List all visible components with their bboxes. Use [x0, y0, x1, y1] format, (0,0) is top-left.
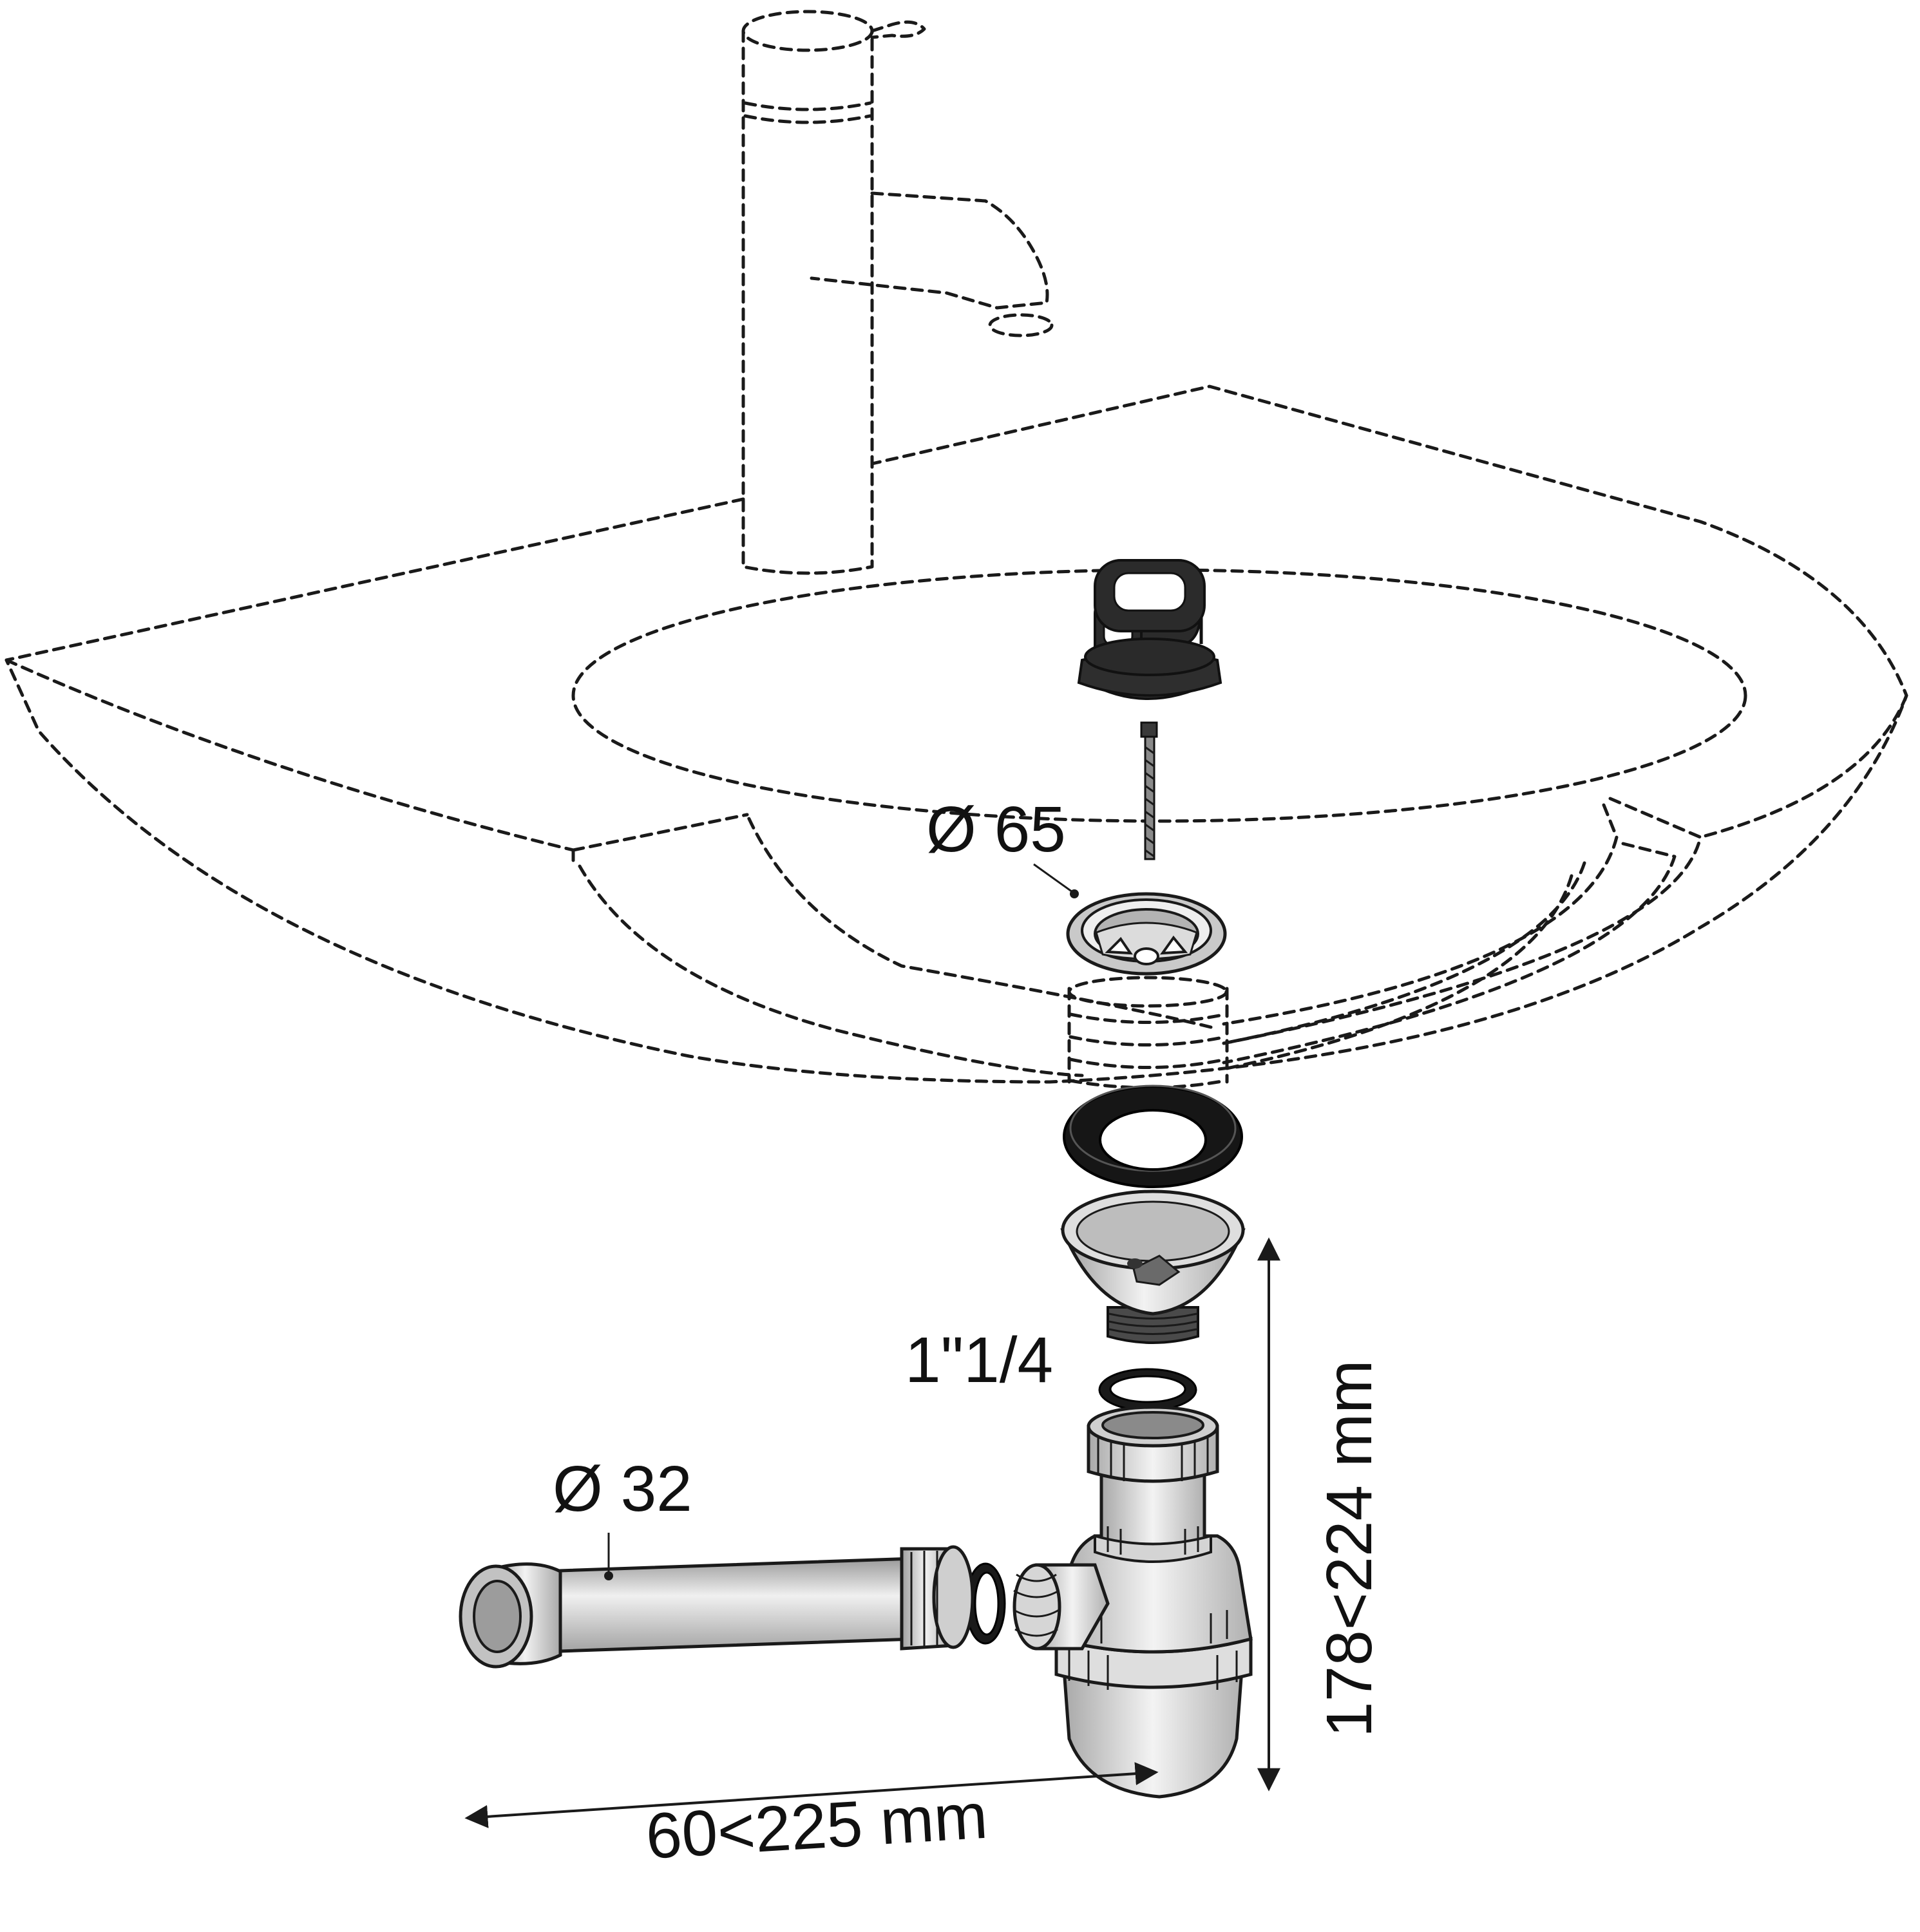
thread-size-label: 1"1/4 — [905, 1324, 1054, 1396]
pipe-diameter-leader-dot — [604, 1571, 613, 1580]
faucet-outline — [741, 10, 1054, 575]
outlet-pipe — [459, 1545, 974, 1669]
rubber-gasket — [1063, 1084, 1243, 1188]
drain-diameter-label: Ø 65 — [926, 793, 1066, 866]
bottle-trap — [1012, 1405, 1253, 1799]
drain-diameter-leader-dot — [1070, 889, 1079, 898]
drain-strainer-top — [1066, 892, 1227, 976]
plug-chain — [1140, 721, 1158, 860]
height-range-label: 178<224 mm — [1313, 1359, 1385, 1738]
drain-body-lower — [1060, 1189, 1246, 1344]
rubber-plug-stopper — [1077, 559, 1222, 700]
drain-diameter-leader — [1033, 863, 1073, 893]
width-dimension-arrow — [464, 1762, 1159, 1828]
pipe-o-ring — [965, 1562, 1006, 1645]
thread-washer — [1098, 1368, 1197, 1412]
pipe-diameter-label: Ø 32 — [553, 1453, 692, 1525]
sink-basin-outline — [5, 384, 1908, 1090]
